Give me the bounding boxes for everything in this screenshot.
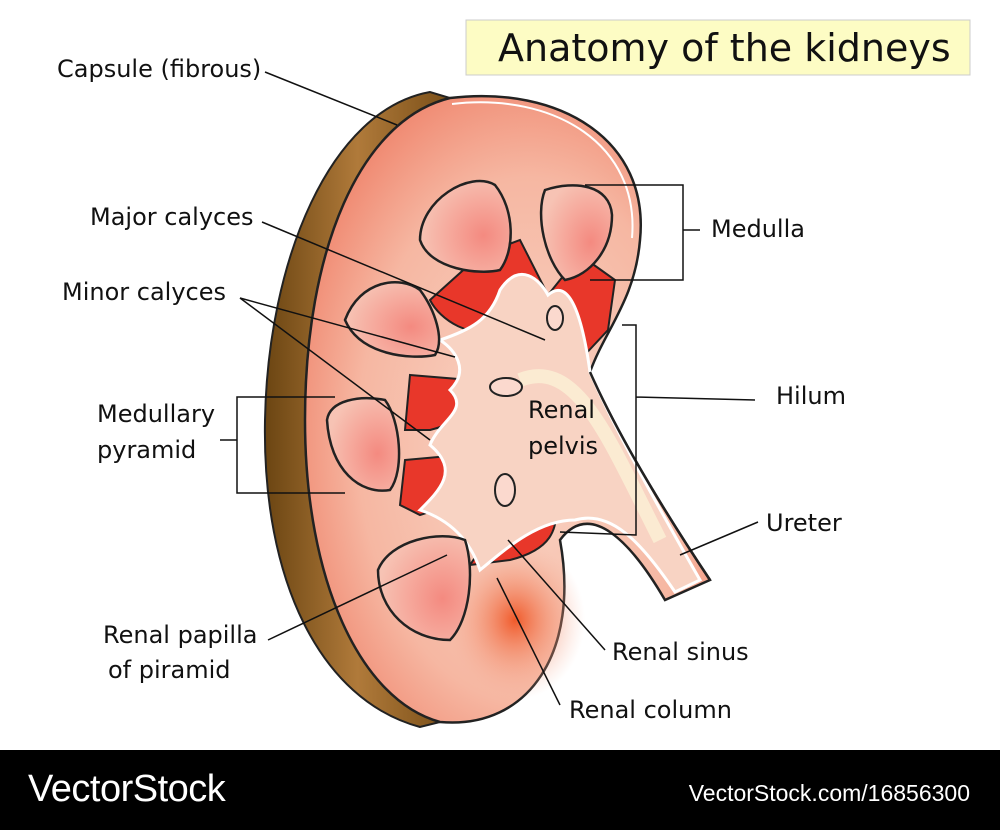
label-medulla: Medulla <box>711 215 805 243</box>
label-renal-pelvis: pelvis <box>528 432 598 460</box>
pyramid <box>376 535 472 642</box>
label-major-calyces: Major calyces <box>90 203 254 231</box>
label-medullary-pyramid: pyramid <box>97 436 196 464</box>
pyramid <box>539 184 614 282</box>
label-renal-sinus: Renal sinus <box>612 638 749 666</box>
medullary-pyramid-bracket <box>220 396 345 494</box>
image-url: VectorStock.com/16856300 <box>688 780 970 806</box>
calyx-opening <box>494 473 516 507</box>
pyramids <box>325 179 614 642</box>
pyramid <box>418 179 512 273</box>
pyramid <box>343 281 441 358</box>
label-minor-calyces: Minor calyces <box>62 278 226 306</box>
label-renal-papilla: Renal papilla <box>103 621 257 649</box>
label-hilum: Hilum <box>776 382 846 410</box>
footer-bar: VectorStock VectorStock.com/16856300 <box>0 750 1000 830</box>
leader-lines <box>239 71 759 706</box>
title-box: Anatomy of the kidneys <box>465 19 971 76</box>
hilum-bracket <box>559 324 756 536</box>
medulla-bracket <box>585 184 700 281</box>
label-renal-pelvis: Renal <box>528 396 595 424</box>
label-renal-papilla: of piramid <box>108 656 231 684</box>
diagram-title: Anatomy of the kidneys <box>498 26 951 70</box>
renal-pelvis-shape <box>417 272 703 594</box>
kidney-diagram: Anatomy of the kidneys <box>57 19 971 729</box>
label-capsule: Capsule (fibrous) <box>57 55 261 83</box>
calyx-opening <box>489 377 523 397</box>
calyx-opening <box>546 305 564 331</box>
brand-logo: VectorStock <box>28 768 226 810</box>
label-ureter: Ureter <box>766 509 842 537</box>
label-renal-column: Renal column <box>569 696 732 724</box>
pyramid <box>325 396 401 492</box>
label-medullary-pyramid: Medullary <box>97 400 215 428</box>
